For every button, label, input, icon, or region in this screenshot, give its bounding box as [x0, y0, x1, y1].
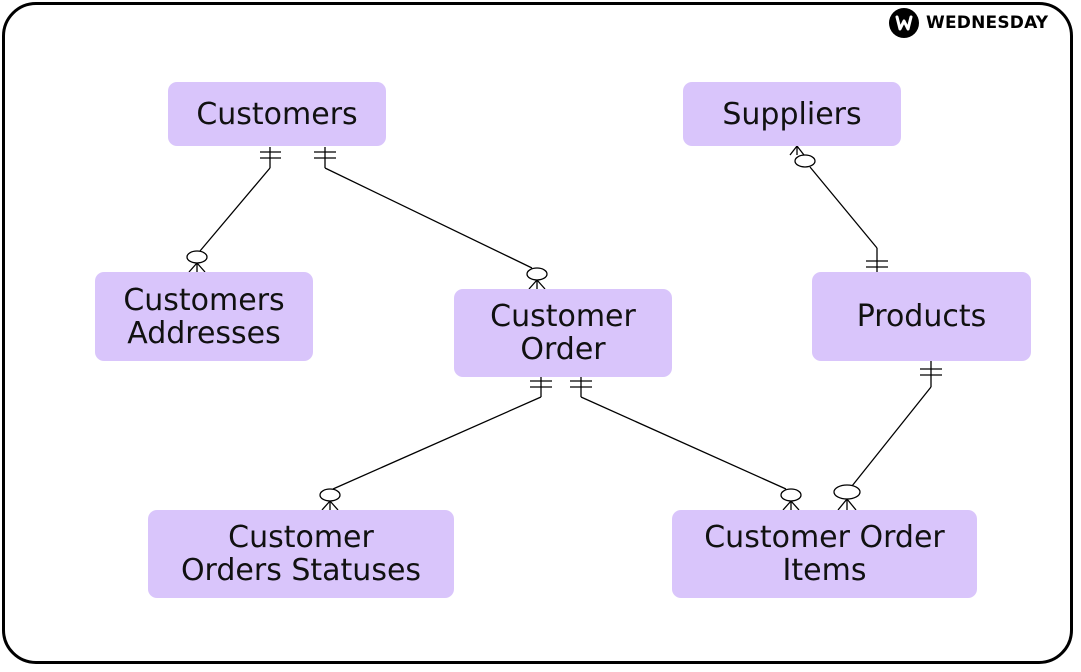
entity-customers-label: Customers: [196, 96, 358, 132]
entity-customers: Customers: [168, 82, 386, 146]
link-order-statuses: [319, 377, 552, 511]
entity-suppliers-label: Suppliers: [722, 96, 862, 132]
diagram-frame: [2, 2, 1073, 664]
link-suppliers-products: [789, 145, 888, 272]
link-products-items: [833, 361, 942, 511]
entity-customer-orders-statuses-label: Customer Orders Statuses: [180, 520, 422, 588]
entity-products: Products: [812, 272, 1031, 361]
entity-products-label: Products: [856, 299, 987, 334]
entity-suppliers: Suppliers: [683, 82, 901, 146]
wednesday-logo-icon: [889, 8, 919, 38]
brand-logo: WEDNESDAY: [889, 8, 1048, 38]
link-order-items: [570, 377, 802, 511]
entity-customer-order-items: Customer Order Items: [672, 510, 977, 598]
link-customers-order: [314, 147, 548, 290]
entity-customer-orders-statuses: Customer Orders Statuses: [148, 510, 454, 598]
entity-customer-order-label: Customer Order: [490, 299, 636, 367]
brand-name: WEDNESDAY: [926, 13, 1049, 33]
entity-customer-order: Customer Order: [454, 289, 672, 377]
entity-customers-addresses: Customers Addresses: [95, 272, 313, 361]
entity-customers-addresses-label: Customers Addresses: [123, 282, 285, 351]
link-customers-addresses: [186, 147, 281, 273]
entity-customer-order-items-label: Customer Order Items: [704, 520, 945, 588]
